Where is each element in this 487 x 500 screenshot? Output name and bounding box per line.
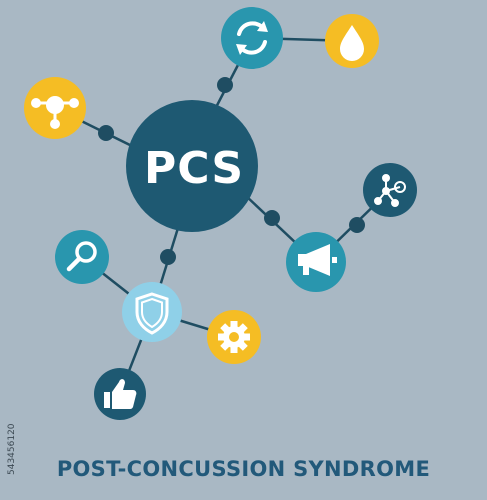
node-megaphone <box>286 232 346 292</box>
molecule-icon <box>31 96 79 129</box>
node-thumbs <box>94 368 146 420</box>
recycle-arrows-icon <box>236 21 268 55</box>
connector-dot <box>217 77 233 93</box>
node-gear <box>207 310 261 364</box>
connector-dot <box>349 217 365 233</box>
connector-dot <box>264 210 280 226</box>
node-search <box>55 230 109 284</box>
gear-icon <box>218 321 250 353</box>
connector-dot <box>160 249 176 265</box>
node-network <box>363 163 417 217</box>
connector-dot <box>98 125 114 141</box>
thumbs-up-icon <box>104 379 137 409</box>
node-shield <box>122 282 182 342</box>
diagram-title: POST-CONCUSSION SYNDROME <box>56 457 431 481</box>
center-node: PCS <box>126 100 258 232</box>
magnifier-icon <box>66 241 97 272</box>
megaphone-icon <box>298 244 337 276</box>
network-nodes-icon <box>374 174 406 207</box>
node-recycle <box>221 7 283 69</box>
shield-icon <box>135 292 169 335</box>
node-molecule <box>24 77 86 139</box>
water-drop-icon <box>340 25 364 61</box>
image-code: 543456120 <box>7 423 17 475</box>
connector-dots <box>98 77 365 265</box>
node-drop <box>325 14 379 68</box>
center-label: PCS <box>144 143 244 194</box>
